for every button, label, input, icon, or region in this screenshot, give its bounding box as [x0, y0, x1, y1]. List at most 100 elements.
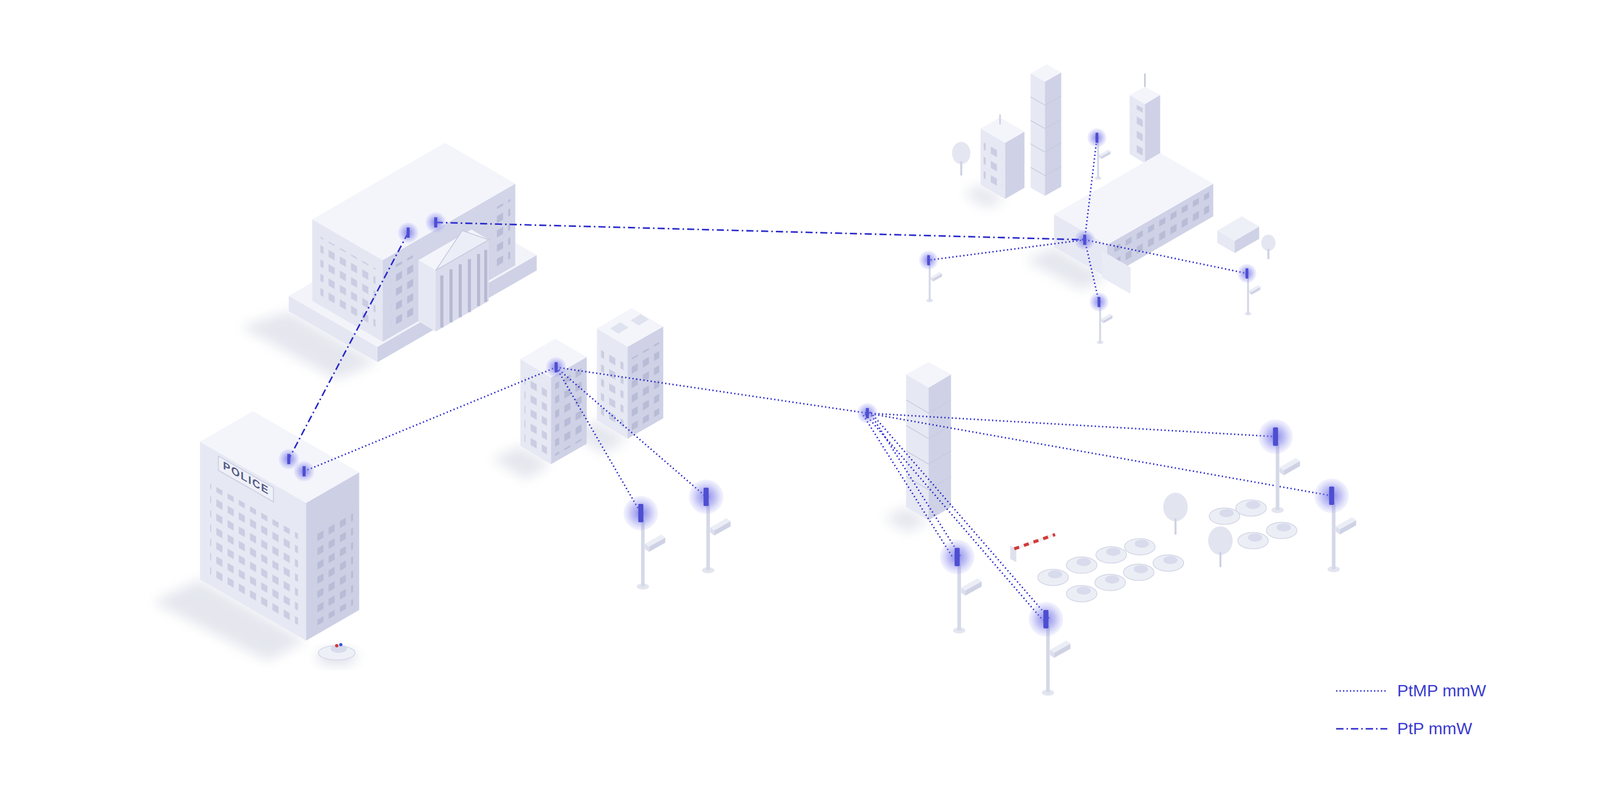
ptmp-links-part	[556, 367, 641, 513]
parking-lot-part-part	[1048, 570, 1063, 579]
ptmp-links-part	[1084, 137, 1097, 240]
camera-poles-part	[919, 250, 943, 303]
legend-entry: PtP mmW	[1335, 709, 1487, 748]
city-district-part-part	[960, 161, 962, 176]
police-building-part	[210, 483, 298, 628]
camera-poles-part	[623, 495, 666, 590]
antenna-hubs-part	[293, 461, 315, 482]
town-hall-building-part	[494, 198, 511, 270]
city-district-part-part	[1261, 234, 1276, 252]
apartment-towers-part	[597, 328, 628, 440]
ptmp-links-part	[867, 413, 1332, 497]
police-building-part	[218, 456, 274, 503]
city-district-part-part	[1044, 96, 1061, 106]
town-hall-building-part-part	[483, 250, 487, 303]
apartment-towers	[520, 308, 664, 465]
tall-tower-part-part	[928, 476, 952, 490]
camera-poles-part	[1258, 419, 1301, 514]
parking-lot-part-part	[1134, 540, 1150, 549]
town-hall-building-part-part	[458, 264, 462, 318]
parking-lot-part-part	[1076, 586, 1091, 596]
town-hall-building-part-part	[477, 254, 480, 307]
city-district-part	[1145, 95, 1161, 164]
city-district-part	[1261, 234, 1276, 260]
parking-lot-part	[1048, 501, 1291, 596]
apartment-towers-part	[597, 308, 664, 348]
parking-lot-part-part	[1066, 557, 1097, 574]
town-hall-building-part	[435, 230, 489, 271]
parking-lot-part-part	[1209, 508, 1240, 525]
ptmp-links-part	[1084, 239, 1248, 274]
ptp-links	[288, 222, 1086, 460]
tall-tower-part	[906, 362, 952, 388]
apartment-towers-part	[631, 341, 660, 431]
parking-lot-part-part	[1105, 575, 1120, 584]
parking-lot-part	[1014, 534, 1056, 549]
police-car-part	[339, 643, 343, 647]
camera-poles-part	[688, 479, 731, 574]
tall-tower	[906, 362, 952, 521]
city-district-part-part	[1030, 167, 1045, 176]
apartment-towers-part	[524, 370, 547, 456]
city-district-part	[999, 114, 1001, 125]
apartment-towers-part	[601, 345, 624, 430]
legend-text: PtMP mmW	[1397, 681, 1487, 701]
city-district	[952, 64, 1276, 294]
city-district-part	[1112, 192, 1210, 271]
tall-tower-part-part	[906, 476, 929, 490]
police-building-part	[312, 506, 353, 629]
city-district-part	[1030, 96, 1061, 176]
camera-poles-part	[939, 540, 982, 635]
police-building-part	[199, 411, 359, 504]
city-district-part-part	[1044, 119, 1061, 129]
parking-lot-part-part	[1163, 492, 1188, 522]
legend-text: PtP mmW	[1397, 719, 1472, 739]
town-hall-building-part-part	[467, 259, 471, 313]
parking-lot-part-part	[1124, 539, 1155, 556]
city-district-part-part	[1030, 96, 1045, 106]
city-district-part	[1030, 73, 1045, 196]
parking-lot-part	[1014, 534, 1056, 549]
ptmp-links-part	[304, 367, 557, 472]
police-car-part	[335, 644, 339, 648]
city-district-part	[1044, 72, 1061, 196]
ptmp-links-part	[556, 367, 868, 414]
police-building	[199, 411, 359, 641]
ptp-links-part	[435, 222, 1085, 240]
ptmp-links	[304, 137, 1332, 621]
tall-tower-part-part	[906, 425, 929, 439]
antenna-hubs-part	[425, 212, 446, 233]
town-hall-building-part	[320, 236, 376, 330]
parking-lot-part-part	[1094, 574, 1126, 591]
parking-lot-part-part	[1076, 558, 1091, 567]
parking-lot-part-part	[1276, 523, 1291, 532]
parking-lot-part-part	[1037, 569, 1069, 586]
city-district-part	[1129, 86, 1160, 104]
camera-poles	[623, 128, 1356, 697]
city-district-part	[1131, 101, 1144, 158]
tall-tower-part-part	[928, 450, 952, 465]
parking-lot-part-part	[1248, 533, 1263, 543]
city-district-part	[1054, 153, 1214, 246]
antenna-hubs-part	[1074, 229, 1095, 250]
parking-lot-part-part	[1219, 509, 1234, 518]
city-district-part-part	[1030, 120, 1045, 129]
antenna-hubs	[278, 212, 1095, 482]
city-district-part	[1030, 64, 1061, 82]
ptp-links-part	[288, 232, 409, 460]
antenna-hubs-part	[397, 222, 418, 243]
city-district-part-part	[1267, 249, 1270, 260]
tall-tower-part	[928, 374, 952, 521]
parking-lot-part-part	[1174, 518, 1177, 535]
city-district-part	[952, 141, 971, 176]
parking-lot	[1010, 492, 1297, 603]
legend-line-sample	[1335, 724, 1389, 735]
legend-entry: PtMP mmW	[1335, 672, 1487, 710]
tall-tower-part-part	[906, 400, 929, 414]
parking-lot-part-part	[1106, 547, 1121, 557]
city-district-part	[1217, 216, 1260, 242]
town-hall-building	[288, 142, 538, 363]
camera-poles-part	[1028, 602, 1071, 697]
town-hall-building-part	[418, 260, 436, 332]
